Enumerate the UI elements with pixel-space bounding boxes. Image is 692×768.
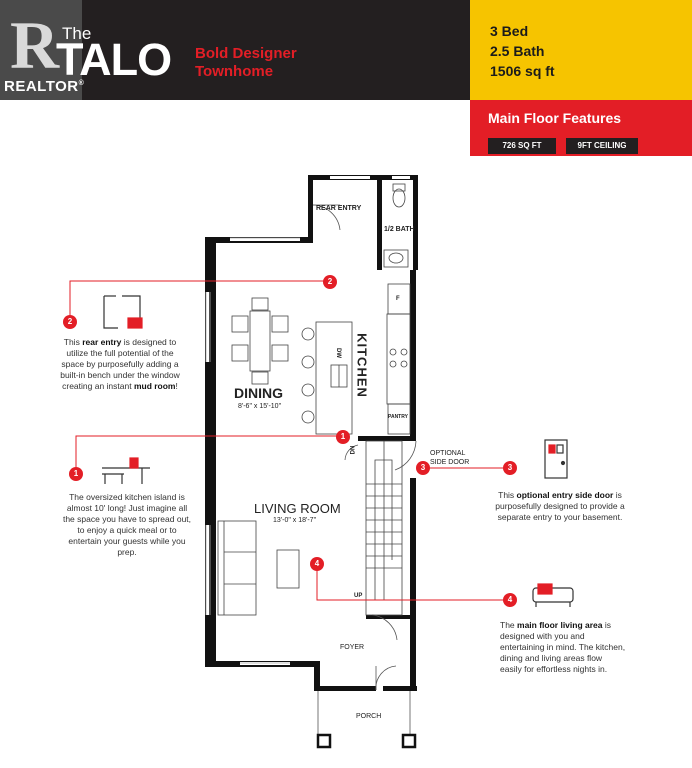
door-swing xyxy=(394,440,417,471)
specs-list: 3 Bed 2.5 Bath 1506 sq ft xyxy=(490,21,555,81)
tagline-line-1: Bold Designer xyxy=(195,45,297,62)
mudroom-bench-icon xyxy=(103,295,143,329)
toilet xyxy=(392,183,406,192)
leader-line-2 xyxy=(69,280,330,318)
features-title: Main Floor Features xyxy=(488,110,622,126)
door-swing xyxy=(371,614,398,641)
toilet-bowl xyxy=(392,188,406,208)
brand-name: TALO xyxy=(56,34,172,85)
porch-post xyxy=(401,733,417,749)
bar-stools xyxy=(301,327,315,424)
badge-1-plan: 1 xyxy=(336,430,350,444)
area-pill: 726 SQ FT xyxy=(488,138,556,154)
label-kitchen: KITCHEN xyxy=(354,333,370,398)
burner xyxy=(389,348,397,356)
label-fridge: F xyxy=(396,296,400,302)
wall xyxy=(308,175,313,241)
leader-line-4 xyxy=(316,564,510,601)
ceiling-pill: 9FT CEILING xyxy=(566,138,638,154)
callout-4-text: The main floor living area is designed w… xyxy=(500,620,626,674)
label-pantry: PANTRY xyxy=(388,414,408,420)
label-half-bath: 1/2 BATH xyxy=(384,226,415,233)
label-dn: DN xyxy=(350,445,357,455)
callout-2-text: This rear entry is designed to utilize t… xyxy=(60,337,180,391)
realtor-logo-mark: R xyxy=(10,7,60,83)
spec-baths: 2.5 Bath xyxy=(490,43,545,59)
badge-3-plan: 3 xyxy=(416,461,430,475)
badge-2-plan: 2 xyxy=(323,275,337,289)
door-swing xyxy=(312,204,341,231)
badge-2: 2 xyxy=(63,315,77,329)
badge-3: 3 xyxy=(503,461,517,475)
porch xyxy=(317,691,411,740)
label-porch: PORCH xyxy=(356,713,382,720)
realtor-logo-text: REALTOR® xyxy=(4,78,85,95)
badge-4: 4 xyxy=(503,593,517,607)
dining-set xyxy=(231,297,289,385)
label-foyer: FOYER xyxy=(340,644,365,651)
wall xyxy=(314,661,320,689)
label-optional-side-door: OPTIONAL SIDE DOOR xyxy=(430,450,470,466)
leader-line-1 xyxy=(75,435,343,467)
label-living-dims: 13'-0" x 18'-7" xyxy=(273,517,317,524)
label-living-room: LIVING ROOM xyxy=(254,501,341,516)
badge-1: 1 xyxy=(69,467,83,481)
sofa xyxy=(217,520,257,616)
porch-post xyxy=(316,733,332,749)
label-dining: DINING xyxy=(234,385,283,401)
kitchen-island xyxy=(315,321,353,435)
burner xyxy=(389,360,397,368)
wall xyxy=(410,478,416,690)
spec-beds: 3 Bed xyxy=(490,23,529,39)
door-swing xyxy=(344,444,359,461)
label-rear-entry: REAR ENTRY xyxy=(316,205,362,212)
callout-3-text: This optional entry side door is purpose… xyxy=(495,490,625,522)
label-up: UP xyxy=(354,593,363,599)
bath-sink xyxy=(383,249,409,268)
coffee-table xyxy=(276,549,300,589)
wall xyxy=(413,175,418,270)
wall xyxy=(366,615,414,619)
realtor-logo: R REALTOR® xyxy=(0,0,85,100)
label-dw: DW xyxy=(335,348,341,358)
spec-sqft: 1506 sq ft xyxy=(490,63,555,79)
kitchen-island-icon xyxy=(102,457,150,484)
label-dining-dims: 8'-6" x 15'-10" xyxy=(238,403,282,410)
kitchen-counter xyxy=(386,313,411,405)
wall xyxy=(410,270,416,436)
tagline-line-2: Townhome xyxy=(195,63,274,80)
specs-panel xyxy=(470,0,692,100)
badge-4-plan: 4 xyxy=(310,557,324,571)
tagline: Bold Designer Townhome xyxy=(195,45,297,81)
wall xyxy=(383,686,417,691)
sofa-icon xyxy=(532,583,574,607)
wall xyxy=(314,686,376,691)
wall xyxy=(205,237,216,667)
wall xyxy=(358,436,416,441)
wall xyxy=(377,180,382,270)
side-door-icon xyxy=(544,439,568,479)
stair-arrow xyxy=(374,459,393,600)
callout-1-text: The oversized kitchen island is almost 1… xyxy=(62,492,192,557)
brand-the: The xyxy=(62,24,92,43)
pantry xyxy=(387,403,411,435)
